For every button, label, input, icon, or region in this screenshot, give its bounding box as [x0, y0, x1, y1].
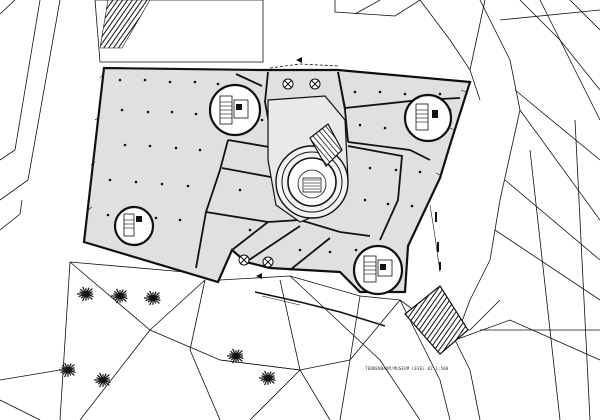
column-dot [118, 78, 122, 82]
column-dot [353, 90, 357, 94]
tree-icon [227, 348, 244, 364]
column-dot [354, 248, 358, 252]
column-dot [403, 92, 407, 96]
stair-core-bottom-right [352, 244, 404, 296]
column-dot [170, 110, 174, 114]
escalator [309, 123, 343, 167]
column-grid [106, 78, 452, 254]
tree-icons [59, 286, 276, 388]
column-dot [418, 170, 422, 174]
column-dot [368, 166, 372, 170]
column-dot [120, 108, 124, 112]
revolving-door-icons [238, 78, 321, 268]
column-dot [146, 110, 150, 114]
column-dot [134, 180, 138, 184]
column-dot [194, 112, 198, 116]
column-dot [378, 90, 382, 94]
column-dot [410, 204, 414, 208]
column-dot [193, 80, 197, 84]
central-atrium [267, 95, 349, 223]
column-dot [260, 118, 264, 122]
column-dot [358, 123, 362, 127]
column-dot [160, 182, 164, 186]
tree-icon [59, 362, 76, 378]
tree-icon [259, 370, 276, 386]
column-dot [186, 184, 190, 188]
column-dot [328, 250, 332, 254]
tree-icon [111, 288, 128, 304]
external-stair [404, 285, 469, 355]
column-dot [154, 216, 158, 220]
column-dot [238, 188, 242, 192]
tree-icon [77, 286, 94, 302]
column-dot [148, 144, 152, 148]
column-dot [174, 146, 178, 150]
column-dot [178, 218, 182, 222]
stair-core-top-left [208, 83, 262, 137]
stair-core-top-right [403, 93, 453, 143]
column-dot [108, 178, 112, 182]
tree-icon [144, 290, 161, 306]
column-dot [386, 202, 390, 206]
column-dot [394, 168, 398, 172]
stair-core-left [113, 205, 155, 247]
column-dot [143, 78, 147, 82]
column-dot [216, 82, 220, 86]
column-dot [123, 143, 127, 147]
crosswalk-stripes [99, 0, 151, 49]
tree-icon [94, 372, 111, 388]
column-dot [168, 80, 172, 84]
entrance-arrow-icons [256, 57, 302, 279]
column-dot [248, 228, 252, 232]
column-dot [363, 198, 367, 202]
column-dot [106, 213, 110, 217]
column-dot [438, 92, 442, 96]
plan-caption: TENDENBAUM/MUSEUM LEVEL 02 1:500 [365, 366, 449, 371]
column-dot [198, 148, 202, 152]
facade-markers [435, 212, 441, 270]
column-dot [298, 248, 302, 252]
column-dot [383, 126, 387, 130]
canopy-outline [269, 63, 339, 69]
